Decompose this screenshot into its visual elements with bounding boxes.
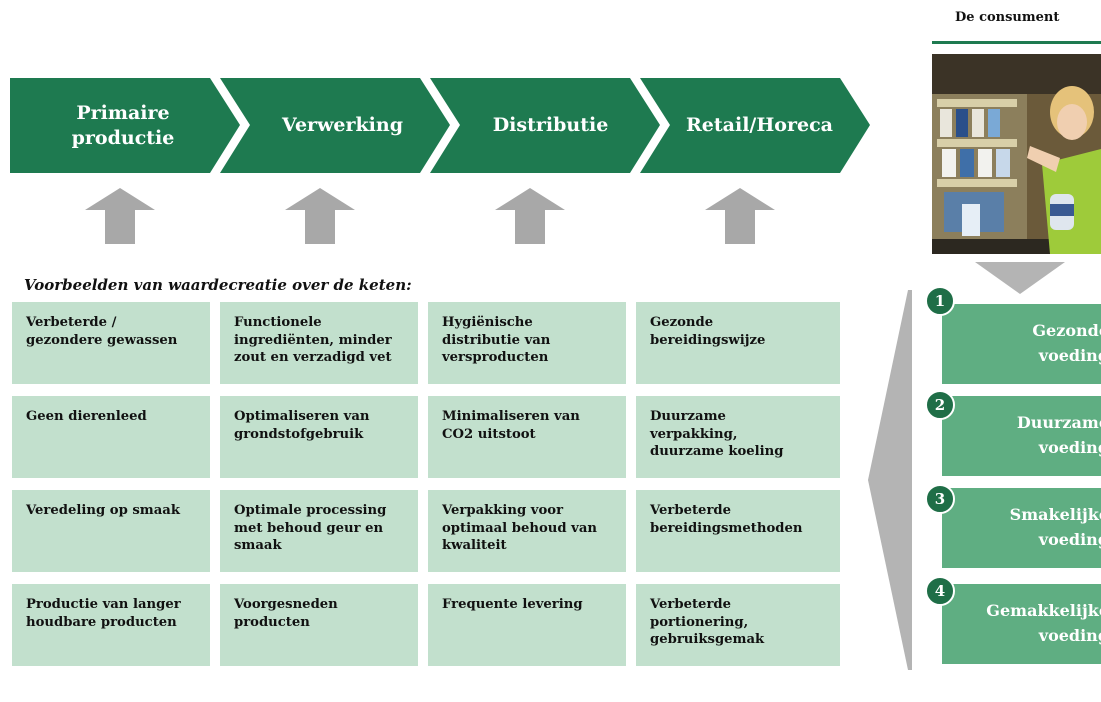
shopper-photo	[932, 54, 1101, 254]
stage-label-retail-horeca: Retail/Horeca	[686, 114, 833, 137]
value-chain: Primaire productie Verwerking Distributi…	[10, 78, 870, 173]
example-cell: Productie van langer houdbare producten	[12, 584, 210, 666]
example-cell: Optimale processing met behoud geur en s…	[220, 490, 418, 572]
stage-chevron-1	[10, 78, 240, 173]
example-cell: Verbeterde bereidingsmethoden	[636, 490, 840, 572]
benefit-label: Gemakkelijke voeding	[986, 601, 1101, 645]
stage-chevron-4	[640, 78, 870, 173]
example-cell: Voorgesneden producten	[220, 584, 418, 666]
stage-label-distributie: Distributie	[492, 114, 609, 137]
benefit-number-badge: 1	[925, 286, 955, 316]
example-cell: Duurzame verpakking, duurzame koeling	[636, 396, 840, 478]
left-chevron-icon	[868, 290, 912, 670]
down-arrow-icon	[975, 262, 1065, 294]
example-cell: Optimaliseren van grondstofgebruik	[220, 396, 418, 478]
example-cell: Veredeling op smaak	[12, 490, 210, 572]
benefit-number-badge: 3	[925, 484, 955, 514]
benefit-box-gezonde-voeding: Gezonde voeding	[942, 304, 1101, 384]
example-cell: Minimaliseren van CO2 uitstoot	[428, 396, 626, 478]
benefit-box-duurzame-voeding: Duurzame voeding	[942, 396, 1101, 476]
up-arrow-icon	[705, 188, 775, 244]
examples-title: Voorbeelden van waardecreatie over de ke…	[24, 276, 412, 294]
example-cell: Geen dierenleed	[12, 396, 210, 478]
example-cell: Verbeterde portionering, gebruiksgemak	[636, 584, 840, 666]
example-cell: Verpakking voor optimaal behoud van kwal…	[428, 490, 626, 572]
up-arrow-icon	[285, 188, 355, 244]
benefit-number-badge: 2	[925, 390, 955, 420]
example-cell: Gezonde bereidingswijze	[636, 302, 840, 384]
benefit-label: Smakelijke voeding	[1009, 505, 1101, 549]
stage-chevron-3	[430, 78, 660, 173]
stage-chevron-2	[220, 78, 450, 173]
example-cell: Hygiënische distributie van versproducte…	[428, 302, 626, 384]
consumer-title: De consument	[955, 10, 1060, 25]
benefit-number-badge: 4	[925, 576, 955, 606]
benefit-label: Duurzame voeding	[1016, 413, 1101, 457]
up-arrow-icon	[85, 188, 155, 244]
chain-chevrons	[10, 78, 870, 173]
example-cell: Frequente levering	[428, 584, 626, 666]
stage-label-verwerking: Verwerking	[281, 114, 404, 137]
benefit-label: Gezonde voeding	[1032, 321, 1101, 365]
stage-label-primaire-productie: Primaire productie	[71, 101, 175, 149]
benefit-box-smakelijke-voeding: Smakelijke voeding	[942, 488, 1101, 568]
example-cell: Verbeterde / gezondere gewassen	[12, 302, 210, 384]
consumer-divider	[932, 41, 1101, 44]
example-cell: Functionele ingrediënten, minder zout en…	[220, 302, 418, 384]
benefit-box-gemakkelijke-voeding: Gemakkelijke voeding	[942, 584, 1101, 664]
up-arrow-icon	[495, 188, 565, 244]
